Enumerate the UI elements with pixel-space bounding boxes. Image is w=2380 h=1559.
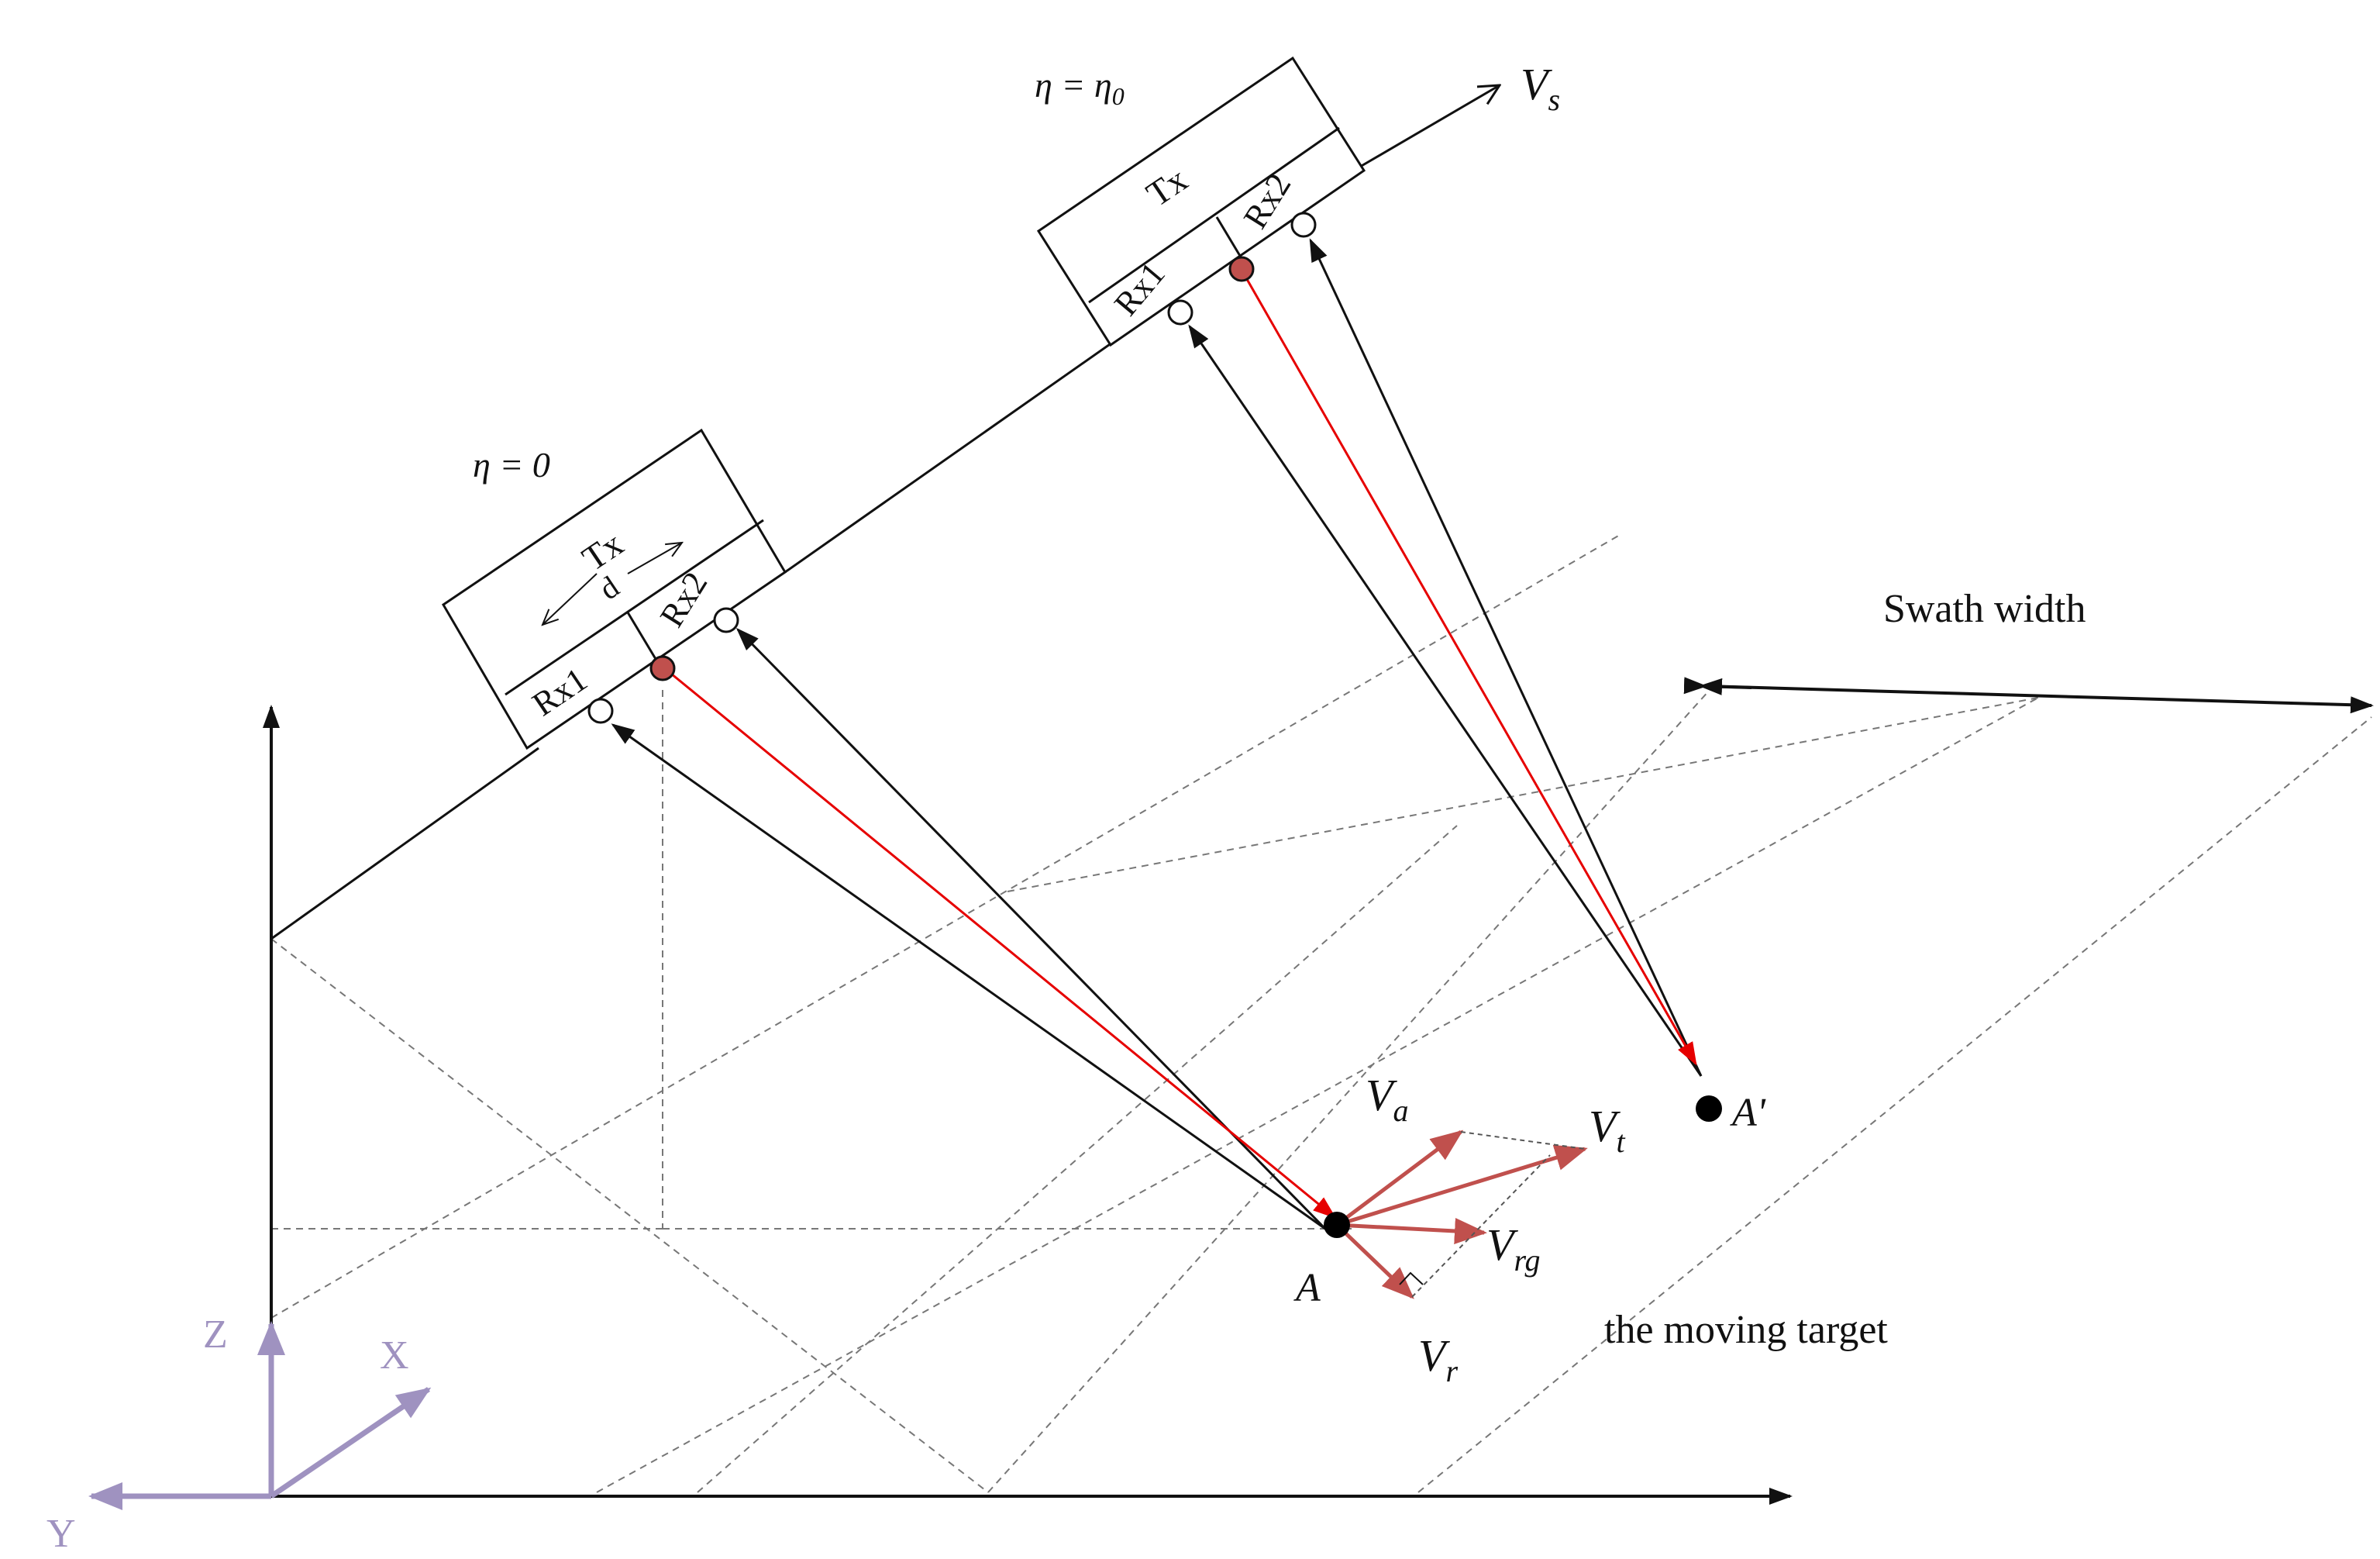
label-vr-sub: r bbox=[1445, 1354, 1458, 1388]
label-vrg: Vrg bbox=[1486, 1219, 1541, 1278]
label-va: Va bbox=[1366, 1070, 1408, 1128]
label-vrg-sub: rg bbox=[1514, 1243, 1540, 1278]
label-swath-width: Swath width bbox=[1883, 587, 2086, 631]
label-vt-main: V bbox=[1589, 1101, 1621, 1151]
label-axis-x: X bbox=[380, 1333, 409, 1378]
label-va-main: V bbox=[1366, 1070, 1398, 1120]
label-vs: Vs bbox=[1521, 59, 1560, 117]
label-vs-sub: s bbox=[1548, 82, 1560, 117]
label-eta-eta0-main: η = η bbox=[1035, 65, 1112, 105]
label-eta-0: η = 0 bbox=[473, 445, 550, 485]
label-point-a-prime: A' bbox=[1730, 1091, 1766, 1135]
point-a-marker bbox=[1324, 1212, 1350, 1238]
label-axis-y: Y bbox=[46, 1512, 76, 1556]
label-va-sub: a bbox=[1393, 1093, 1408, 1128]
vector-construction-lines bbox=[1411, 1131, 1586, 1298]
transmit-rays bbox=[662, 269, 1697, 1219]
label-eta-eta0-sub: 0 bbox=[1112, 82, 1125, 110]
label-vr-main: V bbox=[1418, 1330, 1451, 1381]
coordinate-triad bbox=[88, 1321, 432, 1510]
ground-grid bbox=[270, 534, 2372, 1493]
vr-arrow bbox=[1335, 1223, 1414, 1299]
rx2-center-eta-eta0 bbox=[1290, 212, 1317, 238]
tx-center-eta0 bbox=[649, 655, 676, 681]
antenna-eta-0 bbox=[441, 428, 787, 750]
flight-path bbox=[270, 85, 1500, 940]
right-angle-mark bbox=[1399, 1271, 1424, 1285]
baseline-d-arrows bbox=[542, 543, 682, 625]
swath-width-arrow bbox=[1683, 677, 2374, 714]
point-a-prime-marker bbox=[1696, 1095, 1722, 1122]
rx1-center-eta-eta0 bbox=[1167, 299, 1193, 326]
va-arrow bbox=[1335, 1130, 1464, 1226]
phase-centers bbox=[587, 212, 1317, 724]
tx-center-eta-eta0 bbox=[1228, 256, 1255, 282]
label-axis-z: Z bbox=[203, 1312, 228, 1357]
label-vrg-main: V bbox=[1486, 1219, 1519, 1270]
triad-x-axis bbox=[270, 1387, 432, 1499]
rx2-center-eta0 bbox=[713, 607, 739, 633]
swath-width-arrow-start bbox=[1699, 678, 1752, 695]
rx1-center-eta0 bbox=[587, 698, 614, 724]
label-vt-sub: t bbox=[1616, 1124, 1625, 1159]
vrg-arrow bbox=[1336, 1218, 1487, 1244]
velocity-vectors bbox=[1335, 1130, 1588, 1299]
antenna-eta-eta0 bbox=[1036, 56, 1366, 347]
label-vs-main: V bbox=[1521, 59, 1553, 109]
label-vr: Vr bbox=[1418, 1330, 1458, 1388]
label-moving-target: the moving target bbox=[1604, 1308, 1888, 1352]
label-vt: Vt bbox=[1589, 1101, 1625, 1159]
receive-rays bbox=[611, 238, 1703, 1230]
vt-arrow bbox=[1336, 1144, 1588, 1227]
label-point-a: A bbox=[1293, 1266, 1321, 1310]
world-axes bbox=[263, 705, 1793, 1505]
label-eta-eta0: η = η0 bbox=[1035, 65, 1125, 110]
